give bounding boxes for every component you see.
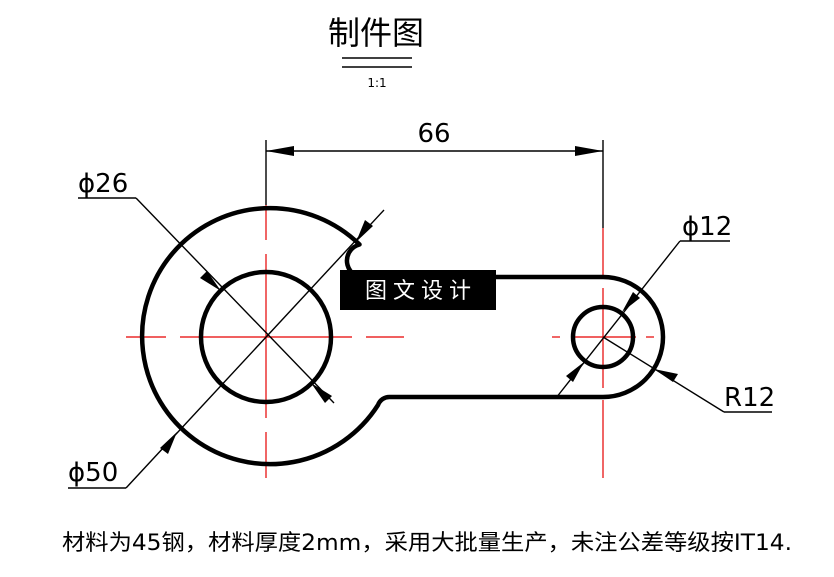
- large-hole: [198, 269, 334, 405]
- dimension-phi50-label: ϕ50: [68, 458, 118, 488]
- watermark-text: 图文设计: [365, 279, 477, 304]
- part-outline: [139, 205, 666, 467]
- arrow-right: [575, 146, 603, 156]
- drawing-scale: 1:1: [367, 76, 386, 90]
- dimension-66-label: 66: [417, 119, 450, 149]
- dimension-large-hole: ϕ26: [78, 169, 335, 404]
- leader-line: [135, 197, 335, 404]
- dimension-outer-diameter: ϕ50: [68, 209, 385, 489]
- dimension-r12-label: R12: [724, 383, 775, 413]
- dimension-end-radius: R12: [602, 336, 775, 413]
- arrow-head: [200, 271, 221, 291]
- arrow-head: [160, 432, 177, 454]
- arrow-head: [566, 362, 584, 382]
- arrow-left: [266, 146, 294, 156]
- watermark-banner: [340, 270, 496, 310]
- technical-note: 材料为45钢，材料厚度2mm，采用大批量生产，未注公差等级按IT14.: [62, 531, 792, 556]
- small-hole: [570, 304, 636, 370]
- arrow-head: [356, 220, 373, 242]
- arrow-head: [622, 292, 640, 312]
- dimension-small-hole: ϕ12: [555, 212, 732, 399]
- arrow-head: [311, 383, 332, 403]
- dimension-phi12-label: ϕ12: [682, 212, 732, 242]
- dimension-center-distance: 66: [265, 119, 604, 228]
- dimension-phi26-label: ϕ26: [78, 169, 128, 199]
- drawing-title: 制件图: [328, 14, 424, 52]
- arrow-head: [654, 369, 678, 382]
